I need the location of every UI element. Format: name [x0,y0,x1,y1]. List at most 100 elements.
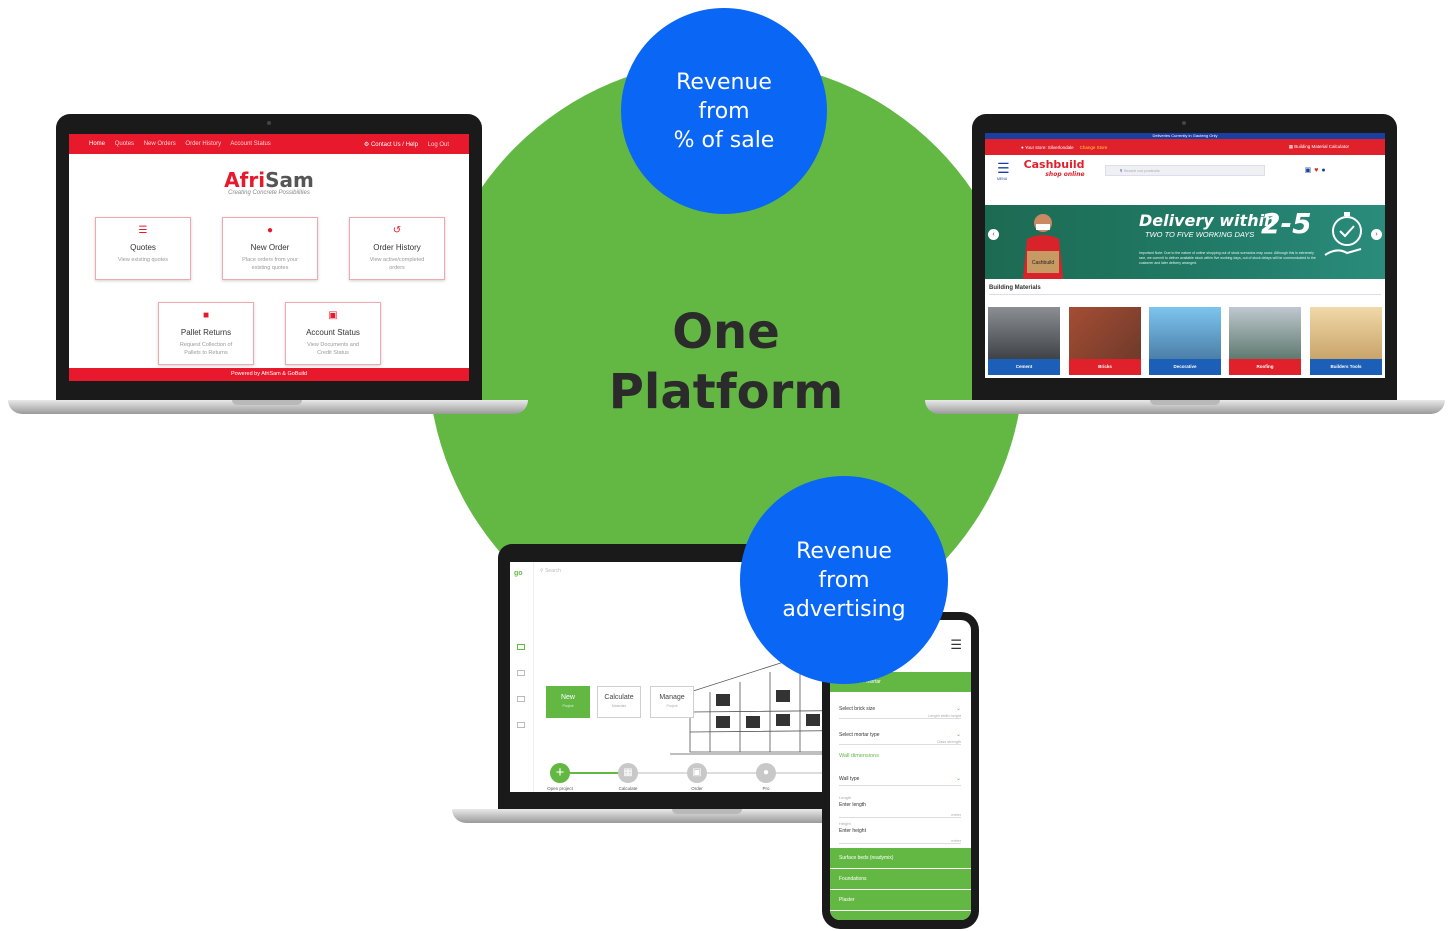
revenue-advertising-bubble: Revenue from advertising [740,476,948,684]
step-calculate[interactable]: ▦ [618,763,638,783]
sidebar-icon[interactable] [517,696,525,702]
category-bricks[interactable]: Bricks [1069,307,1141,375]
category-label: Bricks [1069,359,1141,375]
plaster-section[interactable]: Plaster [830,890,971,910]
gobuild-sidebar: go [510,562,534,792]
user-icon[interactable]: ● [1321,167,1329,174]
length-caption: Length [839,795,852,800]
length-input[interactable]: Enter length meter [839,802,961,818]
banner-title: Delivery within [1139,211,1276,230]
category-cement[interactable]: Cement [988,307,1060,375]
foundations-section[interactable]: Foundations [830,869,971,889]
height-caption: Height [839,821,851,826]
nav-new-orders[interactable]: New Orders [143,141,176,147]
gobuild-logo: go [514,570,523,577]
category-builders-tools[interactable]: Builders Tools [1310,307,1382,375]
heart-icon[interactable]: ♥ [1314,167,1322,174]
afrisam-laptop: Home Quotes New Orders Order History Acc… [56,114,482,401]
cashbuild-screen: Deliveries Currently in Gauteng Only ● Y… [985,133,1385,378]
height-input[interactable]: Enter height meter [839,828,961,844]
map-pin-icon: ● [1021,144,1025,150]
account-status-card[interactable]: ▣ Account Status View Documents and Cred… [285,302,381,365]
builders-tools-image [1310,307,1382,359]
manage-button[interactable]: Manage Project [650,686,694,718]
sidebar-icon[interactable] [517,670,525,676]
nav-quotes[interactable]: Quotes [114,141,135,147]
progress-track [560,772,860,774]
search-input[interactable]: ⚲ Search our products [1104,164,1265,176]
step-open-project[interactable]: + [550,763,570,783]
chevron-down-icon: ⌄ [955,732,961,738]
store-bar: ● Your store: Silverlondale Change Store… [985,139,1385,155]
more-sections[interactable] [830,911,971,920]
step-order[interactable]: ▣ [687,763,707,783]
afrisam-laptop-base [8,400,528,414]
banner-note: Important Note: Due to the nature of onl… [1139,251,1316,265]
chevron-down-icon: ⌄ [955,706,961,712]
cashbuild-laptop-base [925,400,1445,414]
delivery-man-image: Cashbuild [1023,214,1063,279]
section-divider [989,294,1381,295]
wall-type-select[interactable]: Wall type ⌄ [839,776,961,786]
list-icon: ☰ [138,225,148,236]
nav-logout[interactable]: Log Out [427,141,449,148]
platform-title: One Platform [608,304,844,420]
category-roofing[interactable]: Roofing [1229,307,1301,375]
search-icon: ⚲ [1119,167,1124,173]
wall-dimensions-heading: Wall dimensions [839,753,879,759]
category-label: Roofing [1229,359,1301,375]
afrisam-screen: Home Quotes New Orders Order History Acc… [69,134,469,381]
stopwatch-icon [1324,212,1362,256]
cement-image [988,307,1060,359]
chevron-down-icon: ⌄ [955,776,961,782]
truck-icon: ■ [202,310,210,321]
gobuild-search-input[interactable]: ⚲ Search [540,568,561,574]
decorative-image [1149,307,1221,359]
afrisam-footer: Powered by AfriSam & GoBuild [69,368,469,381]
step-label: Pro [762,786,770,791]
cart-icon[interactable]: ▣ [1304,167,1315,174]
surface-beds-section[interactable]: Surface beds (readymix) [830,848,971,868]
banner-subtitle: TWO TO FIVE WORKING DAYS [1145,230,1255,239]
nav-account-status[interactable]: Account Status [230,141,271,147]
header-icons: ▣♥● [1305,166,1329,174]
phone-screen: ☰ Brickwork + mortar Select brick size ⌄… [830,620,971,920]
quotes-card[interactable]: ☰ Quotes View existing quotes [95,217,191,280]
step-pro[interactable]: ● [756,763,776,783]
box-logo-text: Cashbuild [1032,260,1054,266]
dollar-icon: ● [266,225,274,236]
calculator-link[interactable]: ▦ Building Material Calculator [1288,144,1349,149]
change-store-link[interactable]: Change Store [1079,144,1108,150]
menu-button[interactable]: ☰MENU [997,159,1010,181]
calculate-button[interactable]: Calculate Materials [597,686,641,718]
camera-dot [267,121,271,125]
cashbuild-laptop-notch [1150,400,1220,405]
new-order-card[interactable]: ● New Order Place orders from your exist… [222,217,318,280]
pallet-returns-card[interactable]: ■ Pallet Returns Request Collection of P… [158,302,254,365]
sidebar-icon[interactable] [517,722,525,728]
step-label: Calculate [618,786,638,791]
delivery-notice-bar: Deliveries Currently in Gauteng Only [985,133,1385,139]
mortar-type-select[interactable]: Select mortar type ⌄ Class strength [839,732,961,745]
banner-next-button[interactable]: › [1371,229,1382,240]
history-icon: ↺ [392,225,402,236]
cashbuild-laptop: Deliveries Currently in Gauteng Only ● Y… [972,114,1397,401]
step-label: Order [691,786,703,791]
home-icon[interactable] [517,644,525,650]
roofing-image [1229,307,1301,359]
afrisam-tagline: Creating Concrete Possibilities [228,190,310,196]
gobuild-laptop-notch [672,809,742,814]
nav-home[interactable]: Home [89,141,106,147]
new-project-button[interactable]: New Project [546,686,590,718]
progress-track-active [560,772,628,774]
banner-prev-button[interactable]: ‹ [988,229,999,240]
hamburger-menu-icon[interactable]: ☰ [950,637,962,652]
nav-contact-help[interactable]: ⚙ Contact Us / Help [363,141,418,148]
store-label: Your store: Silverlondale [1024,144,1074,150]
nav-order-history[interactable]: Order History [185,141,222,147]
category-decorative[interactable]: Decorative [1149,307,1221,375]
brick-size-select[interactable]: Select brick size ⌄ Length width height [839,706,961,719]
order-history-card[interactable]: ↺ Order History View active/completed or… [349,217,445,280]
